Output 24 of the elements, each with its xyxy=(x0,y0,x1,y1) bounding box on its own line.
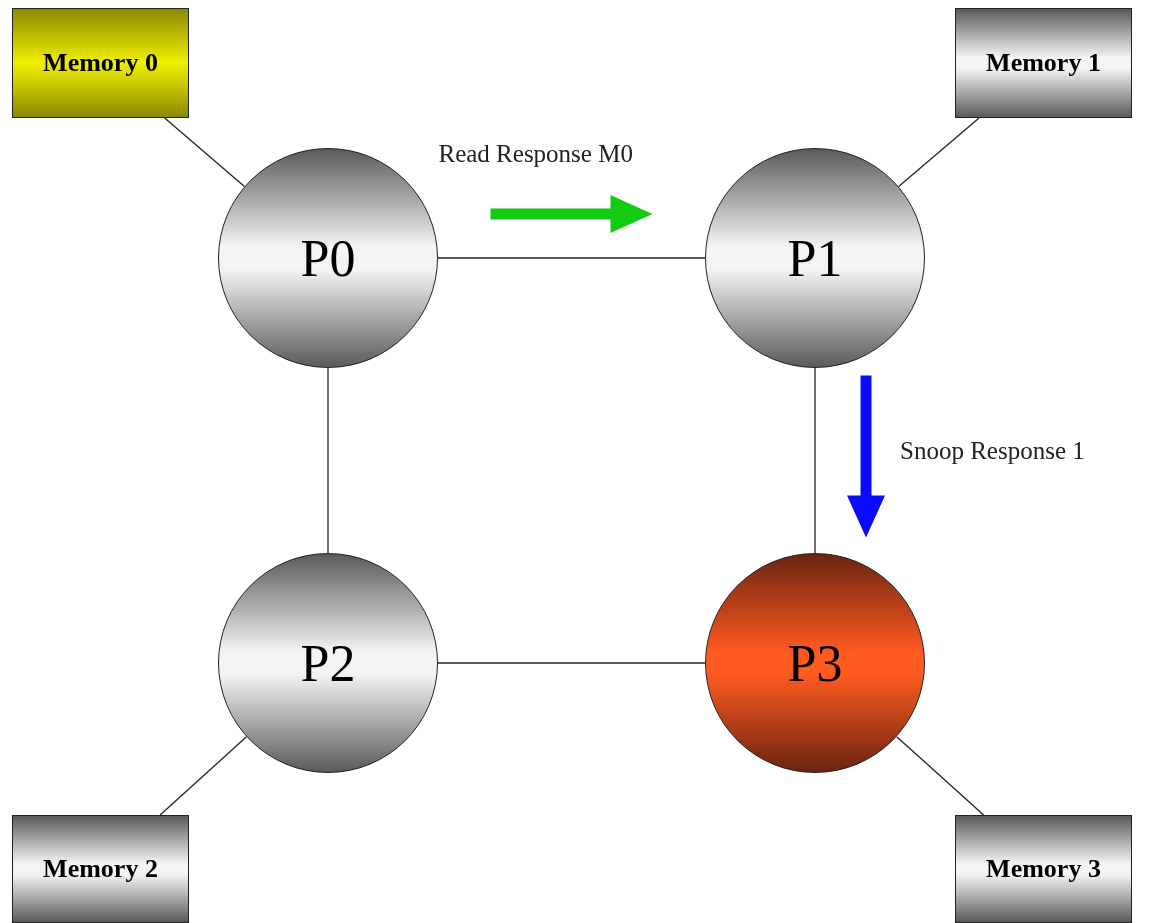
memory-label: Memory 1 xyxy=(986,48,1101,78)
memory-box xyxy=(12,8,189,118)
connector-line xyxy=(814,367,816,554)
connector-line xyxy=(896,736,985,816)
processor-label: P0 xyxy=(300,228,356,288)
processor-label: P3 xyxy=(787,633,843,693)
memory-box xyxy=(955,815,1132,923)
connector-line xyxy=(164,117,246,188)
connector-line xyxy=(159,736,248,816)
memory-label: Memory 0 xyxy=(43,48,158,78)
memory-label: Memory 2 xyxy=(43,854,158,884)
processor-label: P2 xyxy=(300,633,356,693)
edge-label: Read Response M0 xyxy=(438,140,633,168)
processor-label: P1 xyxy=(787,228,843,288)
connector-line xyxy=(327,367,329,554)
memory-box xyxy=(955,8,1132,118)
block-arrow xyxy=(490,195,653,233)
connector-line xyxy=(437,662,706,664)
connector-line xyxy=(898,117,980,188)
connector-line xyxy=(437,257,706,259)
memory-label: Memory 3 xyxy=(986,854,1101,884)
memory-box xyxy=(12,815,189,923)
block-arrow xyxy=(847,375,885,538)
edge-label: Snoop Response 1 xyxy=(900,436,1085,465)
